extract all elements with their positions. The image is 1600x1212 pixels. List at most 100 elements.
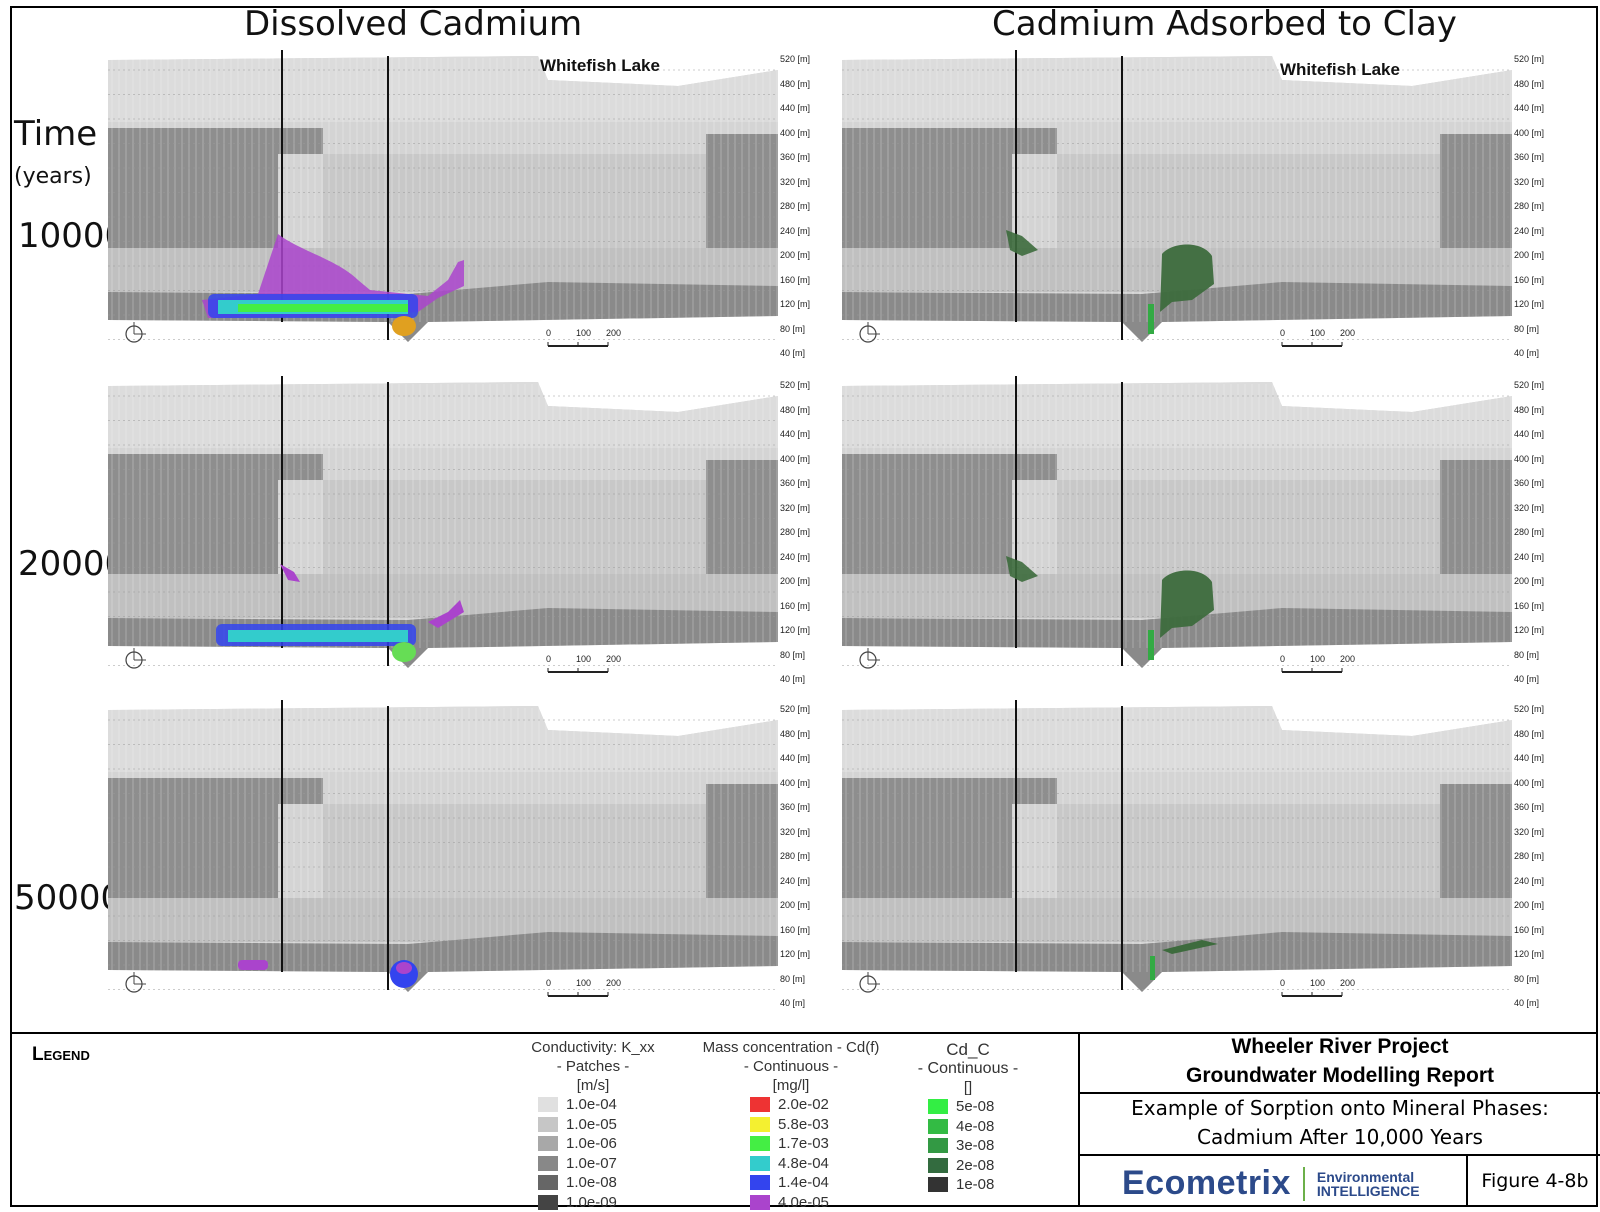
elevation-tick-label: 240 [m] [780, 226, 810, 236]
elevation-tick-label: 320 [m] [780, 503, 810, 513]
cdc-swatch [928, 1119, 948, 1134]
elevation-tick-label: 440 [m] [1514, 103, 1544, 113]
cdc-legend-label: 4e-08 [956, 1118, 994, 1135]
scale-tick-label: 200 [1340, 654, 1355, 664]
cdc-legend-label: 3e-08 [956, 1137, 994, 1154]
elevation-tick-label: 520 [m] [1514, 380, 1544, 390]
figure-number: Figure 4-8b [1466, 1156, 1600, 1207]
elevation-tick-label: 120 [m] [780, 625, 810, 635]
mass-swatch [750, 1156, 770, 1171]
mass-legend-unit: [mg/l] [676, 1076, 906, 1095]
elevation-tick-label: 320 [m] [780, 827, 810, 837]
mass-swatch [750, 1136, 770, 1151]
conductivity-legend-item: 1.0e-09 [538, 1193, 678, 1212]
cdc-legend-item: 5e-08 [928, 1097, 1028, 1117]
dissolved-cadmium-panel [108, 376, 778, 676]
conductivity-swatch [538, 1175, 558, 1190]
elevation-tick-label: 520 [m] [780, 54, 810, 64]
conductivity-legend-subtitle: - Patches - [508, 1057, 678, 1076]
scale-tick-label: 100 [1310, 654, 1325, 664]
cdc-legend-title: Cd_C [908, 1040, 1028, 1059]
elevation-tick-label: 240 [m] [780, 876, 810, 886]
adsorbed-cadmium-panel [842, 700, 1512, 1000]
elevation-tick-label: 480 [m] [780, 729, 810, 739]
elevation-tick-label: 240 [m] [780, 552, 810, 562]
elevation-tick-label: 320 [m] [1514, 177, 1544, 187]
elevation-tick-label: 360 [m] [780, 478, 810, 488]
elevation-tick-label: 240 [m] [1514, 552, 1544, 562]
elevation-tick-label: 280 [m] [780, 527, 810, 537]
elevation-tick-label: 160 [m] [780, 925, 810, 935]
elevation-tick-label: 40 [m] [1514, 348, 1539, 358]
mass-legend-label: 5.8e-03 [778, 1116, 829, 1133]
elevation-tick-label: 520 [m] [1514, 54, 1544, 64]
mass-swatch [750, 1117, 770, 1132]
elevation-tick-label: 480 [m] [1514, 729, 1544, 739]
description-line-2: Cadmium After 10,000 Years [1080, 1123, 1600, 1152]
time-axis-unit: (years) [14, 164, 92, 189]
project-name: Wheeler River Project [1080, 1032, 1600, 1061]
elevation-tick-label: 480 [m] [1514, 79, 1544, 89]
conductivity-legend-item: 1.0e-05 [538, 1115, 678, 1135]
mass-concentration-legend: Mass concentration - Cd(f) - Continuous … [676, 1038, 906, 1212]
conductivity-swatch [538, 1136, 558, 1151]
elevation-tick-label: 80 [m] [1514, 974, 1539, 984]
conductivity-swatch [538, 1097, 558, 1112]
title-block-project: Wheeler River Project Groundwater Modell… [1080, 1032, 1600, 1094]
elevation-tick-label: 200 [m] [780, 250, 810, 260]
elevation-tick-label: 320 [m] [1514, 827, 1544, 837]
conductivity-legend-item: 1.0e-08 [538, 1173, 678, 1193]
elevation-tick-label: 360 [m] [780, 802, 810, 812]
mass-legend-item: 4.0e-05 [750, 1193, 906, 1212]
mass-legend-label: 1.7e-03 [778, 1135, 829, 1152]
cdc-swatch [928, 1138, 948, 1153]
elevation-tick-label: 160 [m] [780, 601, 810, 611]
left-column-title: Dissolved Cadmium [244, 4, 582, 44]
conductivity-swatch [538, 1156, 558, 1171]
time-axis-label: Time [14, 114, 97, 154]
cdc-swatch [928, 1177, 948, 1192]
dissolved-cadmium-panel [108, 700, 778, 1000]
elevation-tick-label: 360 [m] [1514, 802, 1544, 812]
scale-tick-label: 0 [546, 978, 551, 988]
mass-legend-item: 2.0e-02 [750, 1095, 906, 1115]
elevation-tick-label: 200 [m] [780, 900, 810, 910]
whitefish-lake-label: Whitefish Lake [1280, 60, 1400, 80]
scale-tick-label: 100 [576, 978, 591, 988]
scale-tick-label: 0 [546, 328, 551, 338]
conductivity-swatch [538, 1117, 558, 1132]
elevation-tick-label: 360 [m] [780, 152, 810, 162]
conductivity-legend-unit: [m/s] [508, 1076, 678, 1095]
mass-legend-label: 4.0e-05 [778, 1194, 829, 1211]
whitefish-lake-label: Whitefish Lake [540, 56, 660, 76]
scale-tick-label: 100 [576, 328, 591, 338]
elevation-tick-label: 440 [m] [780, 753, 810, 763]
conductivity-legend-item: 1.0e-06 [538, 1134, 678, 1154]
elevation-tick-label: 240 [m] [1514, 876, 1544, 886]
elevation-tick-label: 440 [m] [1514, 429, 1544, 439]
mass-legend-item: 1.4e-04 [750, 1173, 906, 1193]
legend-title: Legend [32, 1044, 90, 1066]
mass-legend-subtitle: - Continuous - [676, 1057, 906, 1076]
elevation-tick-label: 120 [m] [1514, 625, 1544, 635]
elevation-tick-label: 280 [m] [780, 201, 810, 211]
scale-tick-label: 0 [1280, 978, 1285, 988]
elevation-tick-label: 200 [m] [780, 576, 810, 586]
conductivity-legend-label: 1.0e-09 [566, 1194, 617, 1211]
elevation-tick-label: 400 [m] [1514, 778, 1544, 788]
elevation-tick-label: 520 [m] [780, 704, 810, 714]
conductivity-legend-label: 1.0e-05 [566, 1116, 617, 1133]
scale-tick-label: 0 [1280, 328, 1285, 338]
mass-legend-item: 4.8e-04 [750, 1154, 906, 1174]
elevation-tick-label: 200 [m] [1514, 900, 1544, 910]
elevation-tick-label: 320 [m] [780, 177, 810, 187]
mass-legend-label: 1.4e-04 [778, 1174, 829, 1191]
elevation-tick-label: 200 [m] [1514, 250, 1544, 260]
scale-tick-label: 200 [1340, 328, 1355, 338]
scale-tick-label: 0 [546, 654, 551, 664]
cdc-legend-item: 4e-08 [928, 1117, 1028, 1137]
title-block-footer: Ecometrix Environmental INTELLIGENCE Fig… [1080, 1156, 1600, 1207]
elevation-tick-label: 160 [m] [1514, 925, 1544, 935]
conductivity-legend-item: 1.0e-04 [538, 1095, 678, 1115]
